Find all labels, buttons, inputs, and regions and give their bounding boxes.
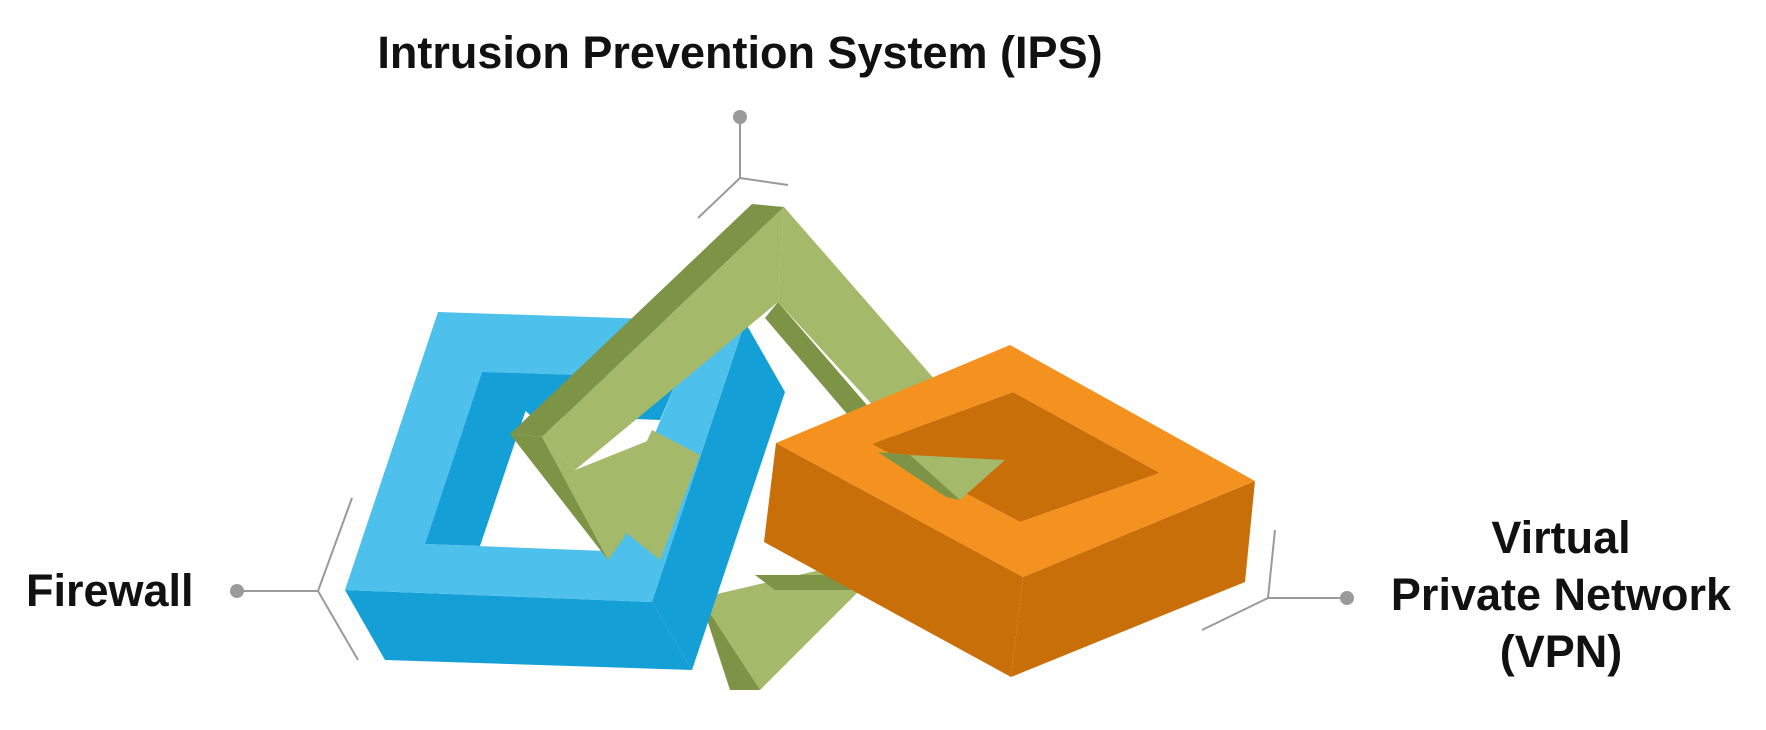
firewall-frame-inner-side-left xyxy=(425,372,538,546)
vpn-label: Virtual Private Network (VPN) xyxy=(1376,509,1746,680)
ips-frame-over-vpn xyxy=(878,452,1005,500)
vpn-frame-side-left xyxy=(764,443,1023,677)
ips-frame-side-left xyxy=(510,204,784,437)
vpn-frame xyxy=(764,345,1255,677)
vpn-frame-side-right xyxy=(1011,481,1255,677)
firewall-frame-side-bottom xyxy=(345,590,692,670)
connector-pin-icon xyxy=(733,110,747,124)
vpn-connector xyxy=(1201,529,1347,631)
ips-frame-arm-tip-side xyxy=(878,452,960,500)
connector-pin-icon xyxy=(1340,591,1354,605)
vpn-label-line-1: Virtual xyxy=(1491,512,1631,563)
ips-frame-upper-left-arm xyxy=(542,207,784,470)
ips-connector xyxy=(697,117,789,219)
firewall-connector xyxy=(237,497,359,661)
ips-frame-crossing xyxy=(610,430,700,560)
firewall-frame-side-right xyxy=(652,322,785,670)
vpn-label-line-3: (VPN) xyxy=(1499,626,1623,677)
vpn-frame-face xyxy=(776,345,1255,577)
ips-label: Intrusion Prevention System (IPS) xyxy=(377,27,1103,78)
ips-frame-lower-arm xyxy=(700,570,860,690)
connector-pin-icon xyxy=(230,584,244,598)
vpn-frame-inner-back-wall xyxy=(872,392,1160,522)
firewall-label: Firewall xyxy=(26,565,194,616)
vpn-label-line-2: Private Network xyxy=(1390,569,1732,620)
ips-frame-back xyxy=(700,570,860,690)
